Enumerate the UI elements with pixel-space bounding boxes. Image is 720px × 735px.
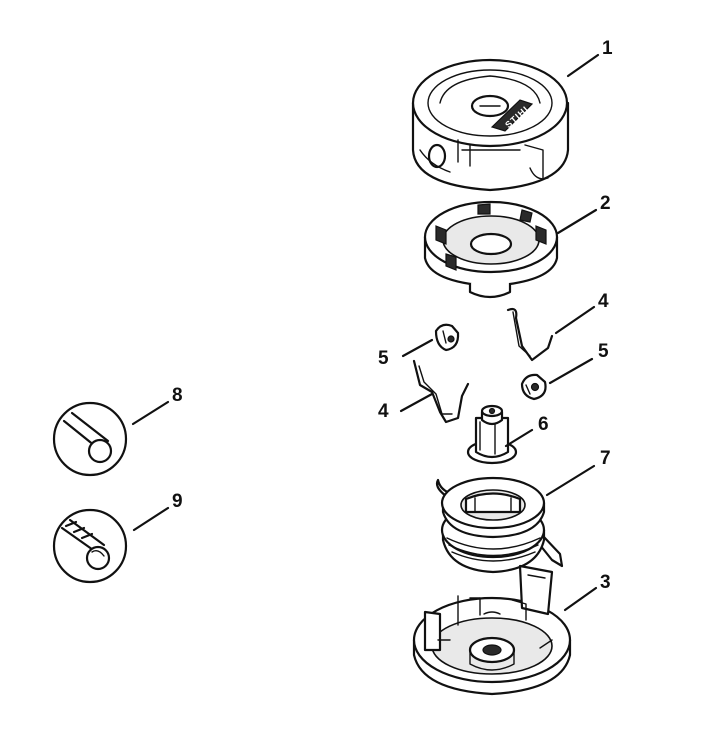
part-3-cover bbox=[412, 564, 572, 696]
part-9-line-detail bbox=[52, 508, 128, 584]
part-5-clip-right bbox=[520, 373, 547, 401]
callout-9: 9 bbox=[172, 491, 183, 512]
part-8-line-detail bbox=[52, 401, 128, 477]
callout-3: 3 bbox=[600, 572, 611, 593]
callout-numbers: 1 2 3 4 4 5 5 6 7 8 9 bbox=[172, 38, 613, 593]
part-4-spring-left bbox=[412, 359, 470, 424]
part-2-housing-ring bbox=[423, 200, 559, 299]
part-4-spring-right bbox=[506, 307, 554, 362]
part-5-clip-left bbox=[434, 323, 460, 352]
callout-1: 1 bbox=[602, 38, 613, 59]
callout-6: 6 bbox=[538, 414, 549, 435]
callout-7: 7 bbox=[600, 448, 611, 469]
callout-2: 2 bbox=[600, 193, 611, 214]
callout-4-lower: 4 bbox=[378, 401, 389, 422]
leader-lines bbox=[131, 53, 600, 612]
part-7-spool bbox=[435, 476, 564, 574]
part-6-arbor bbox=[466, 404, 518, 465]
callout-5-lower: 5 bbox=[598, 341, 609, 362]
part-1-cap: STIHL bbox=[411, 58, 570, 192]
callout-4-upper: 4 bbox=[598, 291, 609, 312]
callout-8: 8 bbox=[172, 385, 183, 406]
callout-5-upper: 5 bbox=[378, 348, 389, 369]
